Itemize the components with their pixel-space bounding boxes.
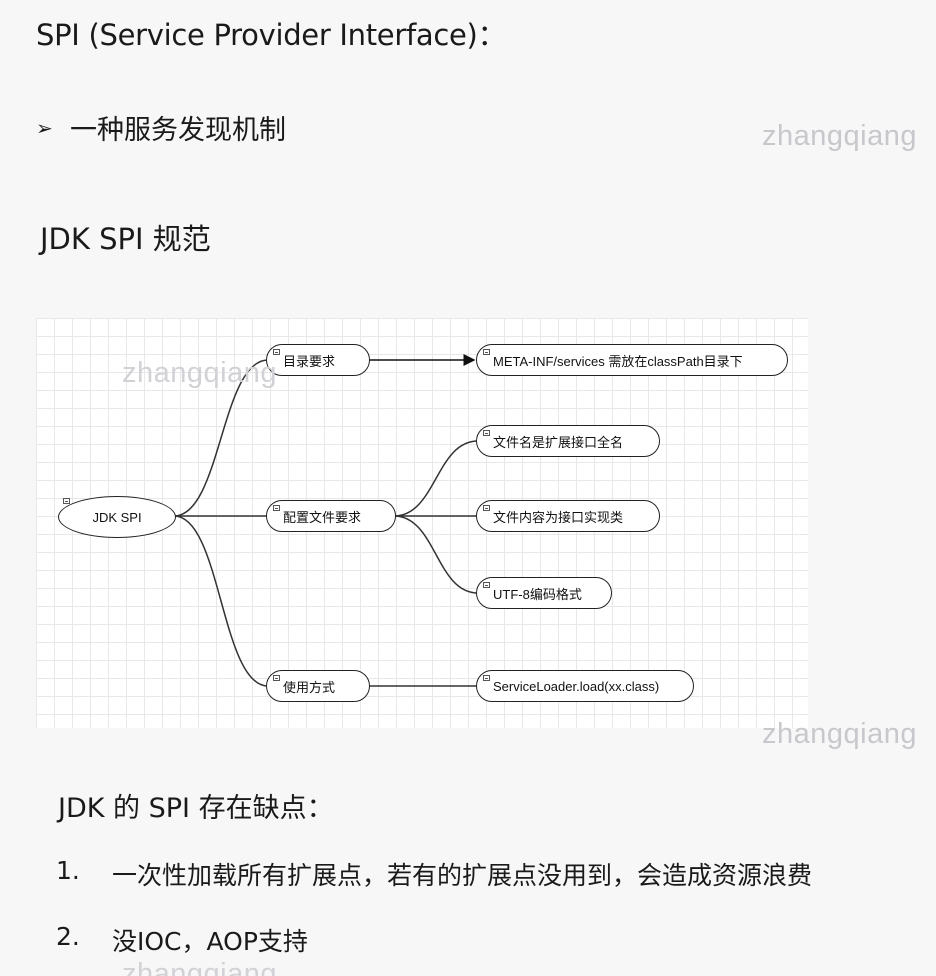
mindmap-node-meta-inf: META-INF/services 需放在classPath目录下 [476,344,788,376]
mindmap-root-node: JDK SPI [58,496,176,538]
mindmap-node-usage: 使用方式 [266,670,370,702]
watermark: zhangqiang [122,357,277,389]
mindmap-node-config: 配置文件要求 [266,500,396,532]
mindmap-node-utf8: UTF-8编码格式 [476,577,612,609]
list-text: 没IOC，AOP支持 [112,927,308,956]
collapse-icon [483,505,490,511]
collapse-icon [483,349,490,355]
node-label: JDK SPI [92,509,142,525]
bullet-item: ➢ 一种服务发现机制 [36,108,286,147]
section-subtitle: JDK SPI 规范 [40,222,211,256]
watermark: zhangqiang [762,718,917,750]
node-label: 使用方式 [283,679,336,695]
list-item: 1. 一次性加载所有扩展点，若有的扩展点没用到，会造成资源浪费 [56,856,812,892]
node-label: 文件名是扩展接口全名 [493,434,624,450]
bullet-text: 一种服务发现机制 [70,115,286,146]
node-label: 配置文件要求 [283,509,362,525]
list-item: 2. 没IOC，AOP支持 [56,922,308,958]
list-number: 2. [56,922,80,951]
connector-root-to-dir [173,359,269,517]
mindmap-node-content: 文件内容为接口实现类 [476,500,660,532]
collapse-icon [273,349,280,355]
arrow-bullet-icon: ➢ [36,115,53,140]
connector-config-to-utf8 [393,515,479,594]
collapse-icon [63,498,70,504]
collapse-icon [273,505,280,511]
connector-root-to-usage [173,515,269,687]
mindmap-diagram: JDK SPI 目录要求 配置文件要求 使用方式 META-INF/servic… [36,318,808,728]
connector-config-to-filename [393,440,479,517]
node-label: 目录要求 [283,353,336,369]
node-label: META-INF/services 需放在classPath目录下 [493,353,743,369]
collapse-icon [273,675,280,681]
node-label: 文件内容为接口实现类 [493,509,624,525]
watermark: zhangqiang [122,958,277,976]
page-title: SPI (Service Provider Interface)： [36,18,507,52]
node-label: UTF-8编码格式 [493,586,582,602]
watermark: zhangqiang [762,120,917,152]
mindmap-connectors [173,354,479,687]
collapse-icon [483,675,490,681]
list-number: 1. [56,856,80,885]
collapse-icon [483,430,490,436]
drawbacks-title: JDK 的 SPI 存在缺点： [58,793,334,824]
node-label: ServiceLoader.load(xx.class) [493,678,660,694]
collapse-icon [483,582,490,588]
mindmap-node-filename: 文件名是扩展接口全名 [476,425,660,457]
mindmap-node-directory: 目录要求 [266,344,370,376]
list-text: 一次性加载所有扩展点，若有的扩展点没用到，会造成资源浪费 [112,861,813,890]
mindmap-node-serviceloader: ServiceLoader.load(xx.class) [476,670,694,702]
